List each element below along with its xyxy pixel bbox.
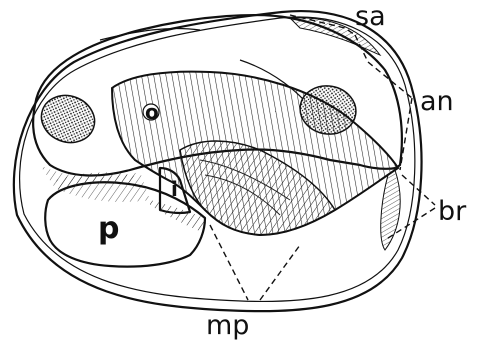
label-o: o [145, 100, 159, 124]
gill-lamellae [112, 72, 398, 235]
label-an: an [420, 86, 454, 117]
label-br: br [438, 196, 467, 227]
label-p: p [98, 211, 119, 246]
label-mp: mp [206, 310, 249, 341]
label-sa: sa [355, 1, 386, 32]
label-i: i [171, 177, 178, 201]
